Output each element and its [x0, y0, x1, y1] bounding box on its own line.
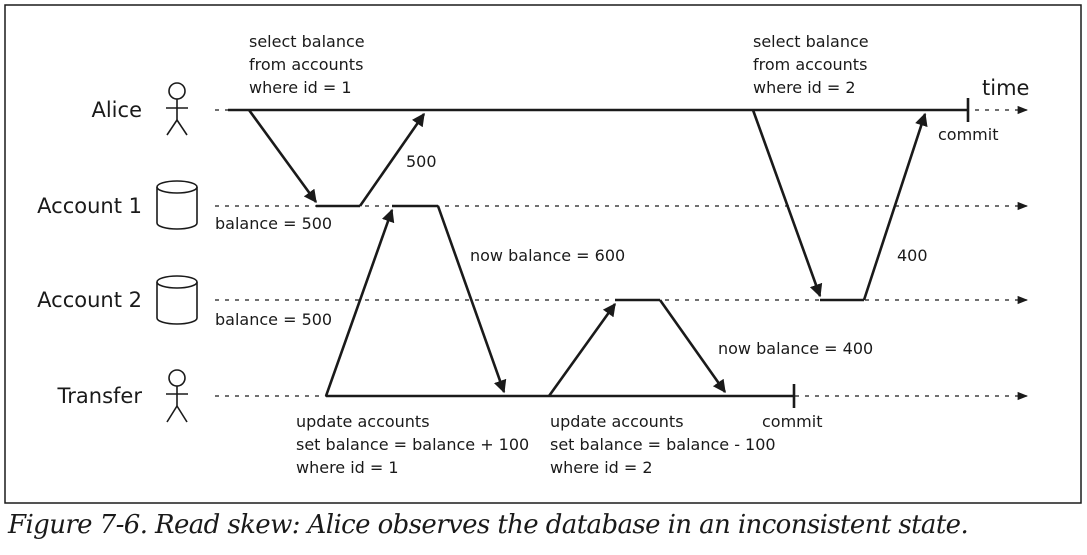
transfer-update1-line2: set balance = balance + 100 — [296, 435, 529, 454]
response-500-label: 500 — [406, 152, 437, 171]
alice-read-account2-request — [751, 109, 823, 298]
account1-initial-balance: balance = 500 — [215, 214, 332, 233]
transfer-update2-line1: update accounts — [550, 412, 684, 431]
alice-read-account1-request — [247, 109, 318, 204]
account1-label: Account 1 — [37, 194, 142, 218]
transfer-update2-line2: set balance = balance - 100 — [550, 435, 776, 454]
transfer-update2-line3: where id = 2 — [550, 458, 653, 477]
alice-person-icon — [166, 82, 188, 136]
time-axis-label: time — [982, 76, 1029, 100]
alice-query2-line2: from accounts — [753, 55, 867, 74]
alice-query1-line2: from accounts — [249, 55, 363, 74]
transfer-update1-line3: where id = 1 — [296, 458, 399, 477]
account2-label: Account 2 — [37, 288, 142, 312]
alice-query2-line1: select balance — [753, 32, 869, 51]
transfer-person-icon — [166, 369, 188, 423]
alice-label: Alice — [91, 98, 142, 122]
alice-read-account1-response — [358, 112, 426, 207]
alice-commit-label: commit — [938, 125, 998, 144]
account2-initial-balance: balance = 500 — [215, 310, 332, 329]
transfer-update2-request — [547, 302, 617, 397]
transfer-update1-line1: update accounts — [296, 412, 430, 431]
transfer-update1-response — [436, 205, 507, 394]
read-skew-diagram: Alice Account 1 Account 2 Transfer time … — [4, 4, 1082, 504]
transfer-update2-response — [658, 299, 727, 394]
transfer-label: Transfer — [57, 384, 143, 408]
account2-updated-balance: now balance = 400 — [718, 339, 873, 358]
account1-updated-balance: now balance = 600 — [470, 246, 625, 265]
response-400-label: 400 — [897, 246, 928, 265]
account1-database-icon — [156, 180, 198, 230]
transfer-update1-request — [324, 208, 395, 397]
alice-query1-line3: where id = 1 — [249, 78, 352, 97]
figure-frame — [4, 4, 1082, 504]
account2-database-icon — [156, 275, 198, 325]
alice-read-account2-response — [862, 112, 928, 301]
alice-query2-line3: where id = 2 — [753, 78, 856, 97]
alice-query1-line1: select balance — [249, 32, 365, 51]
transfer-commit-label: commit — [762, 412, 822, 431]
figure-caption: Figure 7-6. Read skew: Alice observes th… — [8, 510, 969, 540]
